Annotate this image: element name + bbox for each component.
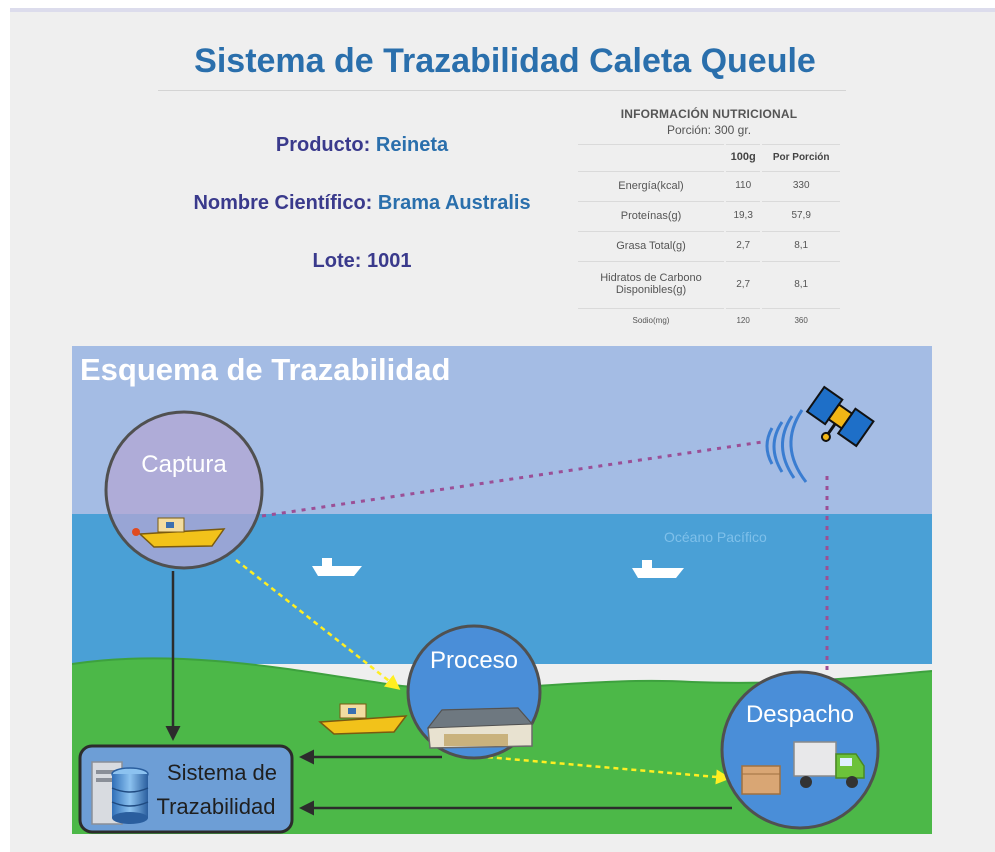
nutrition-row-sodium: Sodio(mg) 120 360 <box>578 308 840 331</box>
nutrition-table: 100g Por Porción Energía(kcal) 110 330 P… <box>576 142 842 333</box>
satellite-icon <box>765 385 875 483</box>
capture-node: Captura <box>104 410 264 570</box>
nutrition-label: Hidratos de Carbono Disponibles(g) <box>578 261 724 306</box>
boat-icon <box>632 560 684 578</box>
nutrition-per-portion: 360 <box>762 308 840 331</box>
nutrition-header-row: 100g Por Porción <box>578 144 840 169</box>
lot-value: 1001 <box>366 250 412 272</box>
boat-icon <box>312 558 362 576</box>
nutrition-label: Sodio(mg) <box>578 308 724 331</box>
nutrition-row-fat: Grasa Total(g) 2,7 8,1 <box>578 231 840 259</box>
satellite-link-capture <box>261 440 763 518</box>
traceability-diagram: Esquema de Trazabilidad Océano Pacífico <box>72 346 932 834</box>
product-info: Producto: Reineta Nombre Científico: Bra… <box>158 130 566 304</box>
nutrition-title: INFORMACIÓN NUTRICIONAL <box>620 107 798 121</box>
system-label-line1: Sistema de <box>167 760 277 785</box>
lot-label: Lote: <box>312 250 362 272</box>
box-icon <box>741 765 781 795</box>
scientific-name-line: Nombre Científico: Brama Australis <box>158 188 566 246</box>
product-label: Producto: <box>275 134 371 156</box>
dispatch-label: Despacho <box>746 701 854 728</box>
nutrition-label: Grasa Total(g) <box>578 231 724 259</box>
system-label-line2: Trazabilidad <box>156 794 275 819</box>
nutrition-portion: Porción: 300 gr. <box>666 123 752 137</box>
nutrition-label: Energía(kcal) <box>578 171 724 199</box>
diagram-title: Esquema de Trazabilidad <box>80 352 450 387</box>
nutrition-per100: 2,7 <box>726 261 761 306</box>
nutrition-row-energy: Energía(kcal) 110 330 <box>578 171 840 199</box>
nutrition-row-protein: Proteínas(g) 19,3 57,9 <box>578 201 840 229</box>
nutrition-per-portion: 8,1 <box>762 231 840 259</box>
scientific-name-value: Brama Australis <box>377 192 531 214</box>
scientific-name-label: Nombre Científico: <box>193 192 373 214</box>
product-line: Producto: Reineta <box>158 130 566 188</box>
capture-label: Captura <box>141 451 227 478</box>
dispatch-node: Despacho <box>720 670 880 830</box>
nutrition-per100: 2,7 <box>726 231 761 259</box>
fishing-boat-icon <box>132 517 226 548</box>
server-database-icon <box>91 761 149 825</box>
product-value: Reineta <box>375 134 449 156</box>
page-title: Sistema de Trazabilidad Caleta Queule <box>194 42 816 80</box>
traceability-system-node: Sistema de Trazabilidad <box>78 744 294 834</box>
process-node: Proceso <box>406 624 542 760</box>
nutrition-per100: 110 <box>726 171 761 199</box>
page: Sistema de Trazabilidad Caleta Queule Pr… <box>10 8 995 852</box>
nutrition-header-100g: 100g <box>726 144 761 169</box>
nutrition-per-portion: 8,1 <box>762 261 840 306</box>
arrow-process-to-dispatch <box>451 752 731 785</box>
warehouse-icon <box>426 707 534 749</box>
fishing-boat-icon <box>318 703 408 735</box>
title-divider <box>158 90 846 91</box>
nutrition-per100: 120 <box>726 308 761 331</box>
truck-icon <box>793 741 865 788</box>
nutrition-header-portion: Por Porción <box>762 144 840 169</box>
nutrition-per100: 19,3 <box>726 201 761 229</box>
nutrition-per-portion: 57,9 <box>762 201 840 229</box>
process-label: Proceso <box>430 647 518 674</box>
ocean-label: Océano Pacífico <box>664 529 767 545</box>
nutrition-header-empty <box>578 144 724 169</box>
arrow-capture-to-process <box>235 559 401 690</box>
nutrition-panel: INFORMACIÓN NUTRICIONAL Porción: 300 gr.… <box>576 100 842 333</box>
nutrition-row-carbs: Hidratos de Carbono Disponibles(g) 2,7 8… <box>578 261 840 306</box>
nutrition-label: Proteínas(g) <box>578 201 724 229</box>
lot-line: Lote: 1001 <box>158 246 566 304</box>
nutrition-per-portion: 330 <box>762 171 840 199</box>
